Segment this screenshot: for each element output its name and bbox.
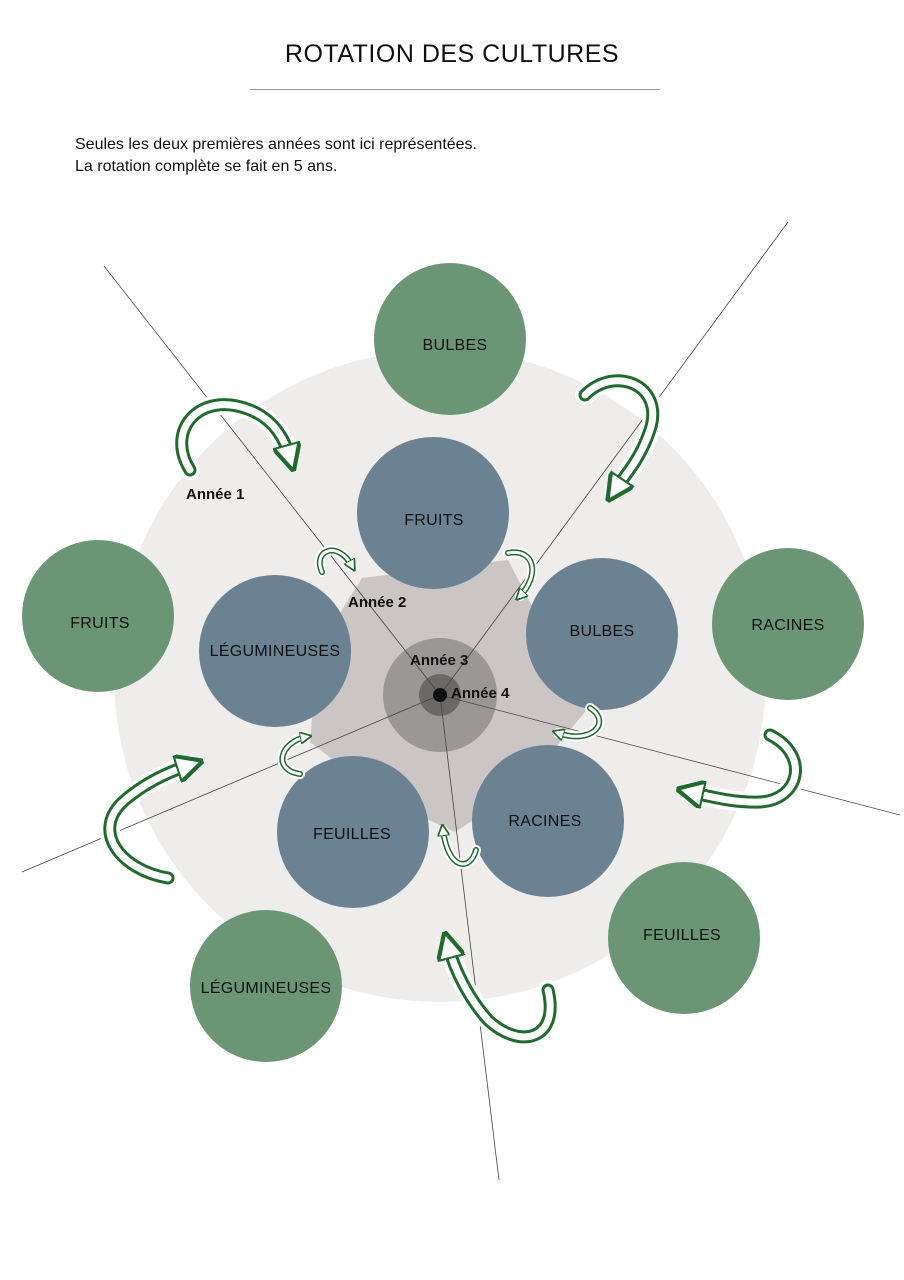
divider-line-nw [103,265,441,696]
year1-crop-bottom-right: FEUILLES [608,862,760,1014]
rotation-arrows-outer [99,370,806,1047]
rotation-arrow-icon [575,370,663,490]
year2-crop-bottom-left: FEUILLES [277,756,429,908]
year-3-label: Année 3 [410,652,468,669]
year1-crop-bottom-left: LÉGUMINEUSES [190,910,342,1062]
intro-line-1: Seules les deux premières années sont ic… [75,136,477,153]
year1-crop-bottom-right-label: FEUILLES [643,927,721,944]
divider-line-e [439,694,901,816]
year2-crop-bottom-right-label: RACINES [508,813,581,830]
year1-crop-bottom-left-label: LÉGUMINEUSES [201,978,332,997]
rotation-arrow-icon [690,725,806,813]
year2-crop-left-label: LÉGUMINEUSES [210,641,341,660]
intro-text: Seules les deux premières années sont ic… [75,134,477,178]
rotation-arrow-icon [443,830,481,869]
year2-crop-left: LÉGUMINEUSES [199,575,351,727]
year1-crop-right: RACINES [712,548,864,700]
year1-crop-top-label: BULBES [423,337,488,354]
intro-line-2: La rotation complète se fait en 5 ans. [75,158,338,175]
rotation-arrow-icon [558,703,605,742]
rotation-arrow-icon [314,545,357,577]
rotation-arrow-icon [171,394,290,480]
divider-line-w [21,694,441,873]
sector-dividers [21,221,901,1181]
divider-line-ne [439,221,789,696]
page-title: ROTATION DES CULTURES [284,40,620,68]
rotation-arrow-icon [503,547,538,596]
year1-crop-left: FRUITS [22,540,174,692]
center-dot [433,688,447,702]
year-4-label: Année 4 [451,685,510,702]
year2-crop-right: BULBES [526,558,678,710]
rotation-arrow-icon [277,737,306,779]
year-1-label: Année 1 [186,486,244,503]
divider-line-s [439,694,500,1181]
year1-crop-top: BULBES [374,263,526,415]
rotation-arrows-inner [277,545,605,869]
year2-crop-bottom-right: RACINES [472,745,624,897]
year1-crop-left-label: FRUITS [70,615,130,632]
rotation-arrow-icon [448,945,560,1047]
year2-crop-top: FRUITS [357,437,509,589]
year2-crop-right-label: BULBES [570,623,635,640]
year2-crop-top-label: FRUITS [404,512,464,529]
year-2-label: Année 2 [348,594,406,611]
rotation-arrow-icon [99,765,190,888]
year1-crop-right-label: RACINES [751,617,824,634]
title-divider [250,89,660,90]
year2-crop-bottom-left-label: FEUILLES [313,826,391,843]
